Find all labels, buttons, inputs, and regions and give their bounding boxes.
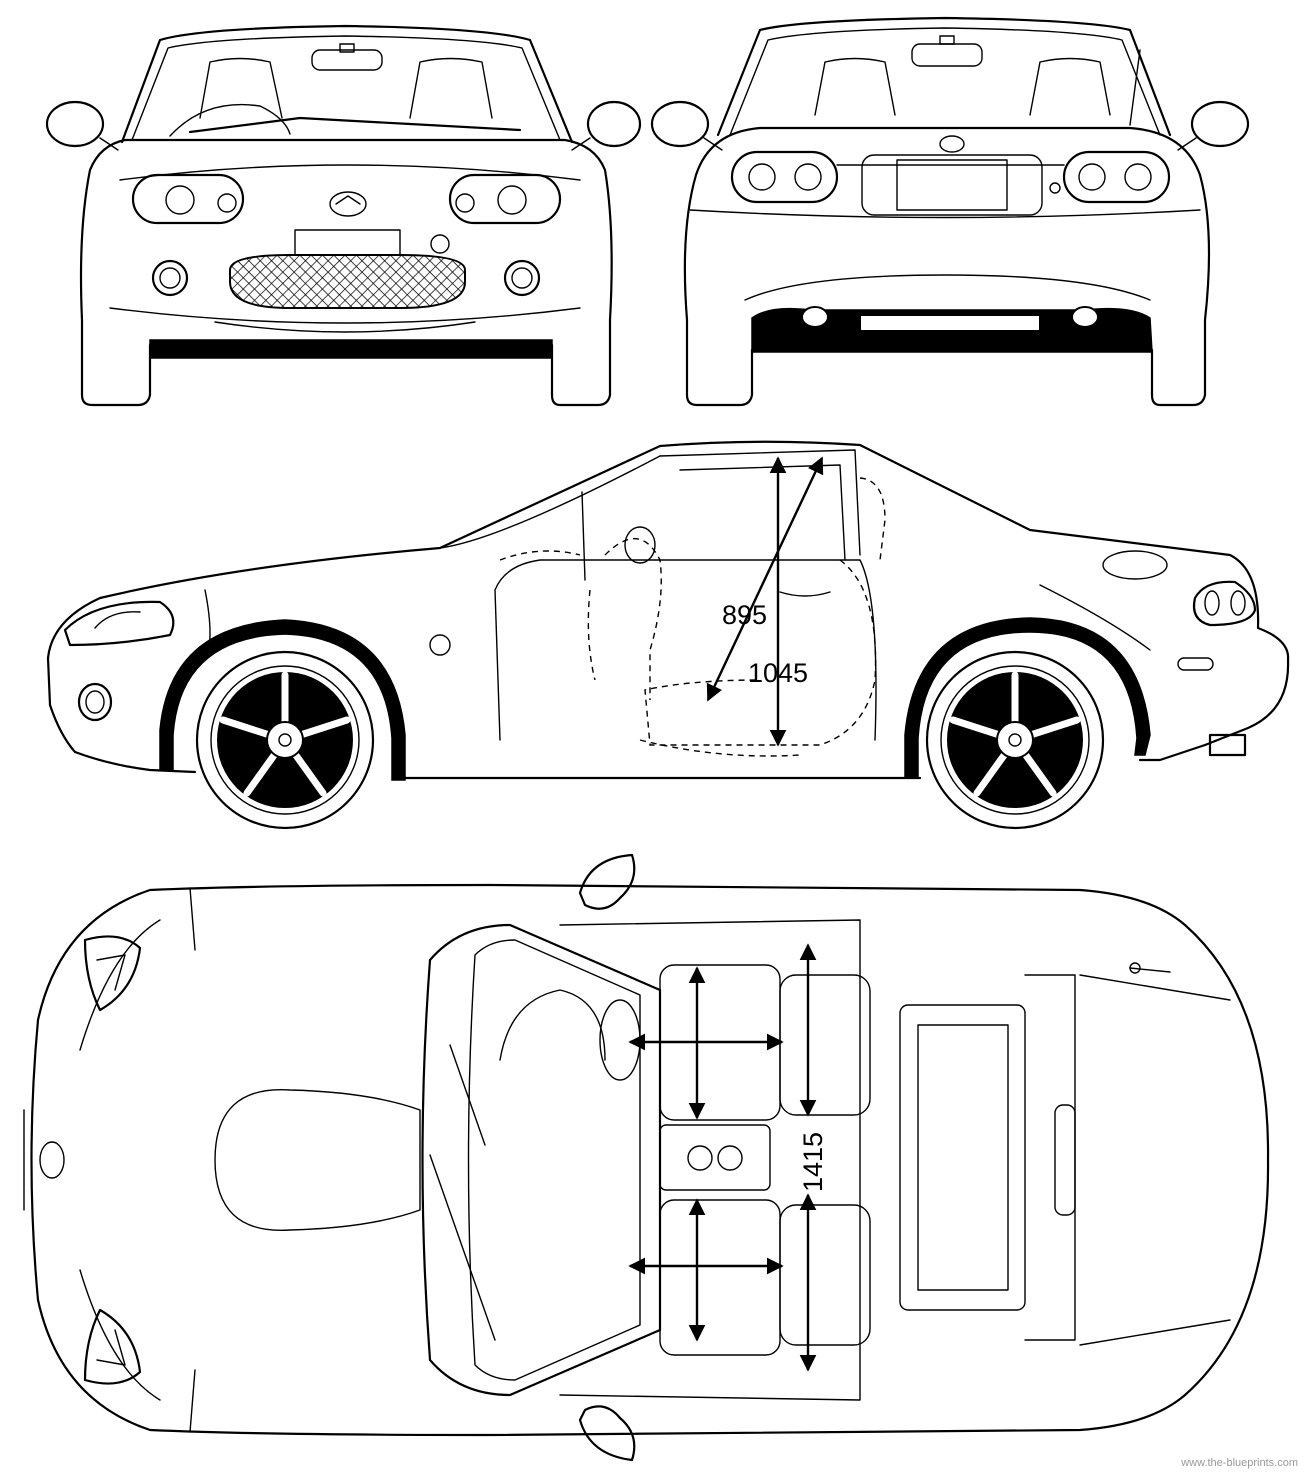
rear-wheel bbox=[925, 650, 1105, 830]
dimension-895: 895 bbox=[722, 600, 767, 630]
dimension-1045: 1045 bbox=[748, 658, 808, 688]
front-wheel bbox=[195, 650, 375, 830]
side-view: 895 1045 bbox=[46, 440, 1290, 830]
top-view: 1415 bbox=[23, 853, 1270, 1462]
dimension-1415: 1415 bbox=[798, 1132, 828, 1192]
rear-view bbox=[650, 16, 1250, 407]
front-view bbox=[45, 24, 642, 407]
watermark: www.the-blueprints.com bbox=[1180, 1457, 1298, 1469]
